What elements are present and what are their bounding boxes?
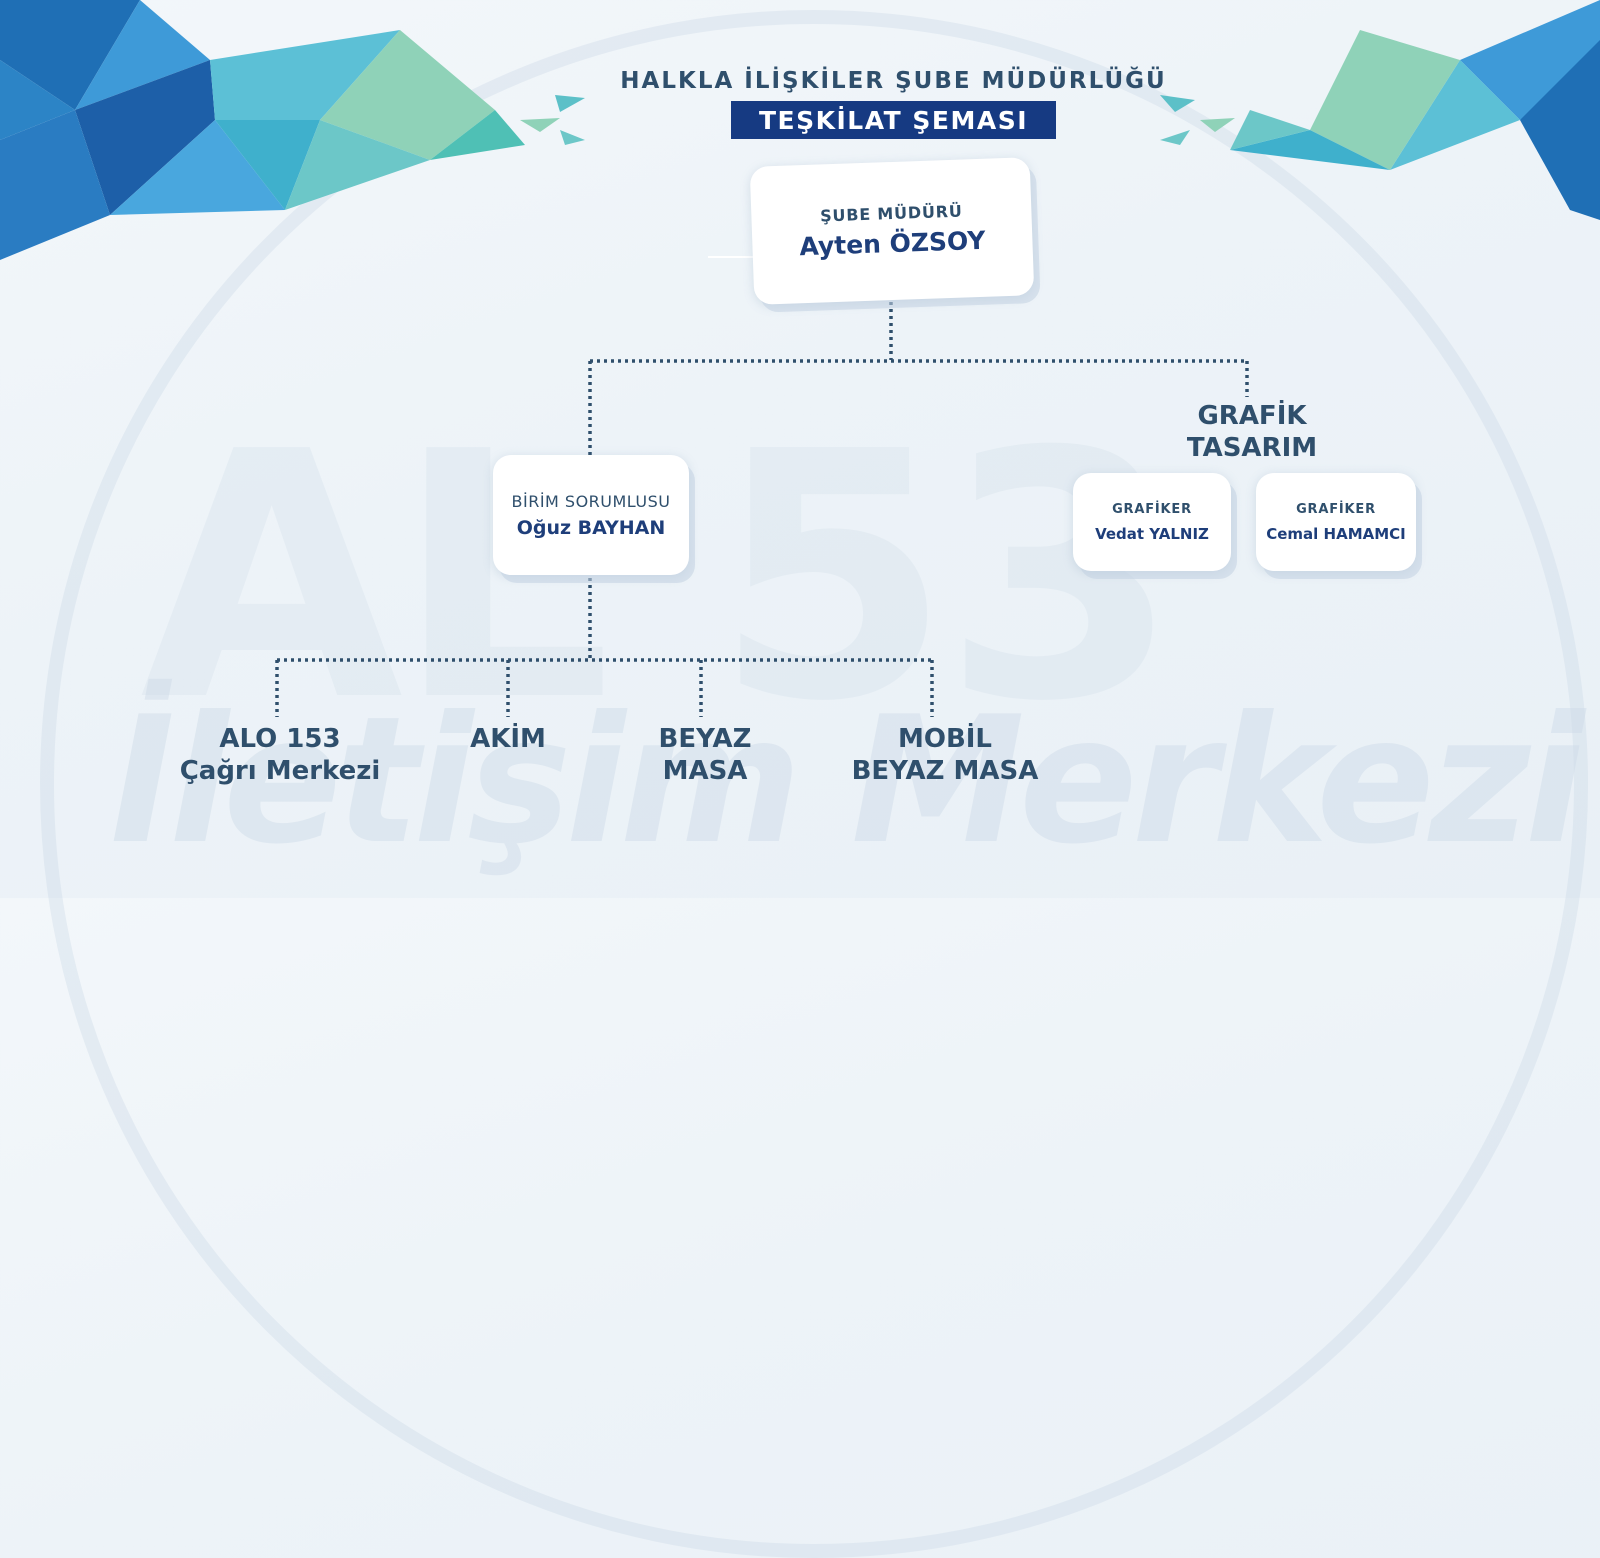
- chart-title-banner: TEŞKİLAT ŞEMASI: [731, 101, 1056, 139]
- graphic-designer-card: GRAFİKER Cemal HAMAMCI: [1256, 473, 1416, 571]
- unit-head-card: BİRİM SORUMLUSU Oğuz BAYHAN: [493, 455, 689, 575]
- graphic-designer-name: Cemal HAMAMCI: [1266, 525, 1406, 543]
- director-card: ŞUBE MÜDÜRÜ Ayten ÖZSOY: [750, 157, 1035, 305]
- graphic-designer-name: Vedat YALNIZ: [1095, 525, 1209, 543]
- graphic-designer-card: GRAFİKER Vedat YALNIZ: [1073, 473, 1231, 571]
- director-name: Ayten ÖZSOY: [799, 226, 986, 261]
- graphic-design-label: GRAFİK TASARIM: [1152, 400, 1352, 464]
- department-title: HALKLA İLİŞKİLER ŞUBE MÜDÜRLÜĞÜ: [0, 68, 1600, 94]
- chart-title: TEŞKİLAT ŞEMASI: [759, 106, 1028, 135]
- director-role: ŞUBE MÜDÜRÜ: [820, 202, 963, 226]
- graphic-designer-role: GRAFİKER: [1112, 502, 1192, 517]
- unit-head-name: Oğuz BAYHAN: [517, 517, 666, 539]
- graphic-designer-role: GRAFİKER: [1296, 502, 1376, 517]
- unit-mobil-beyaz-masa: MOBİL BEYAZ MASA: [825, 723, 1065, 787]
- unit-akim: AKİM: [448, 723, 568, 755]
- unit-head-role: BİRİM SORUMLUSU: [512, 492, 671, 511]
- unit-alo153: ALO 153 Çağrı Merkezi: [170, 723, 390, 787]
- unit-beyaz-masa: BEYAZ MASA: [625, 723, 785, 787]
